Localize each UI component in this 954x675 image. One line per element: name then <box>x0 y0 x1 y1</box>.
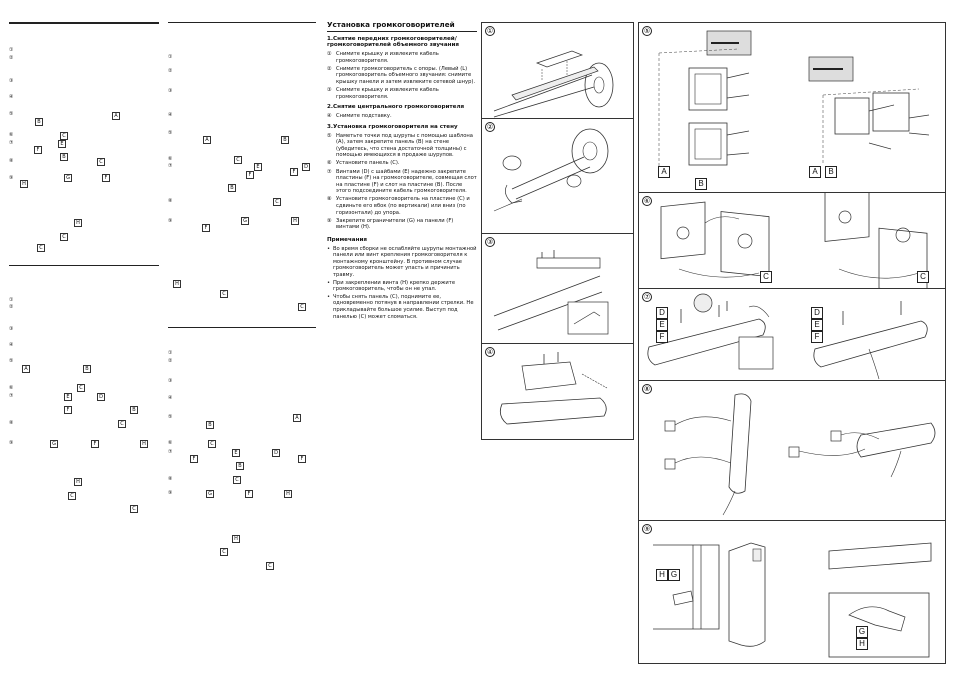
figure-3-drawing <box>493 250 609 335</box>
part-label-a: A <box>658 166 670 178</box>
instructions-title: Установка громкоговорителей <box>327 21 477 32</box>
section-heading-3: 3.Установка громкоговорителя на стену <box>327 123 458 130</box>
figure-7-drawing <box>647 293 928 380</box>
figure-8-drawing <box>664 393 936 516</box>
step-7: ⑦ Винтами (D) с шайбами (E) надежно закр… <box>327 168 477 195</box>
part-label-c: C <box>760 271 772 283</box>
note-2: •При закреплении винта (H) крепко держит… <box>327 279 456 293</box>
step-2: ② Снимите громкоговоритель с опоры. (Лев… <box>327 65 476 86</box>
figure-panel-7: ⑦ D E F D E F <box>638 288 946 382</box>
figure-9-drawing <box>653 542 932 658</box>
instructions-column: Установка громкоговорителей 1.Снятие пер… <box>327 21 477 321</box>
figure-panel-8: ⑧ <box>638 380 946 522</box>
part-label-d: D <box>656 307 668 319</box>
figure-panel-3: ③ <box>481 233 634 345</box>
figure-panel-6: ⑥ C C <box>638 184 946 294</box>
notes-heading: Примечания <box>327 236 367 243</box>
part-label-g: G <box>668 569 680 581</box>
part-label-b: B <box>695 178 707 190</box>
figure-panel-2: ② <box>481 118 634 235</box>
step-1: ① Снимите крышку и извлеките кабель гром… <box>327 51 439 64</box>
part-label-h: H <box>656 569 668 581</box>
part-label-e: E <box>656 319 668 331</box>
figure-6-drawing <box>660 184 928 294</box>
figure-1-drawing <box>493 50 614 118</box>
figure-2-drawing <box>493 128 609 212</box>
part-label-g-2: G <box>856 626 868 638</box>
part-label-d-2: D <box>811 307 823 319</box>
step-8: ⑧ Установите громкоговоритель на пластин… <box>327 196 470 216</box>
step-3: ③ Снимите крышку и извлеките кабель гром… <box>327 87 439 100</box>
section-heading-2: 2.Снятие центрального громкоговорителя <box>327 104 465 111</box>
note-1: •Во время сборки не ослабляйте шурупы мо… <box>327 245 477 279</box>
step-4: ④ Снимите подставку. <box>327 113 392 120</box>
figure-panel-1: ① <box>481 22 634 120</box>
step-5: ⑤ Наметьте точки под шурупы с помощью ша… <box>327 132 473 159</box>
note-3: •Чтобы снять панель (C), поднимите ее, о… <box>327 293 474 320</box>
figure-panel-9: ⑨ H G G H <box>638 520 946 664</box>
part-label-f: F <box>656 331 668 343</box>
part-label-c-2: C <box>917 271 929 283</box>
part-label-a-2: A <box>809 166 821 178</box>
part-label-f-2: F <box>811 331 823 343</box>
step-6: ⑥ Установите панель (C). <box>327 160 400 167</box>
figure-5-drawing <box>658 30 930 168</box>
section-heading-1: 1.Снятие передних громкоговорителей/ гро… <box>327 35 460 49</box>
figure-panel-5: ⑤ A B A B <box>638 22 946 194</box>
figure-panel-4: ④ <box>481 343 634 440</box>
figure-4-drawing <box>499 352 608 425</box>
step-9: ⑨ Закрепите ограничители (G) на панели (… <box>327 217 454 231</box>
part-label-e-2: E <box>811 319 823 331</box>
part-label-h-2: H <box>856 638 868 650</box>
part-label-b-2: B <box>825 166 837 178</box>
